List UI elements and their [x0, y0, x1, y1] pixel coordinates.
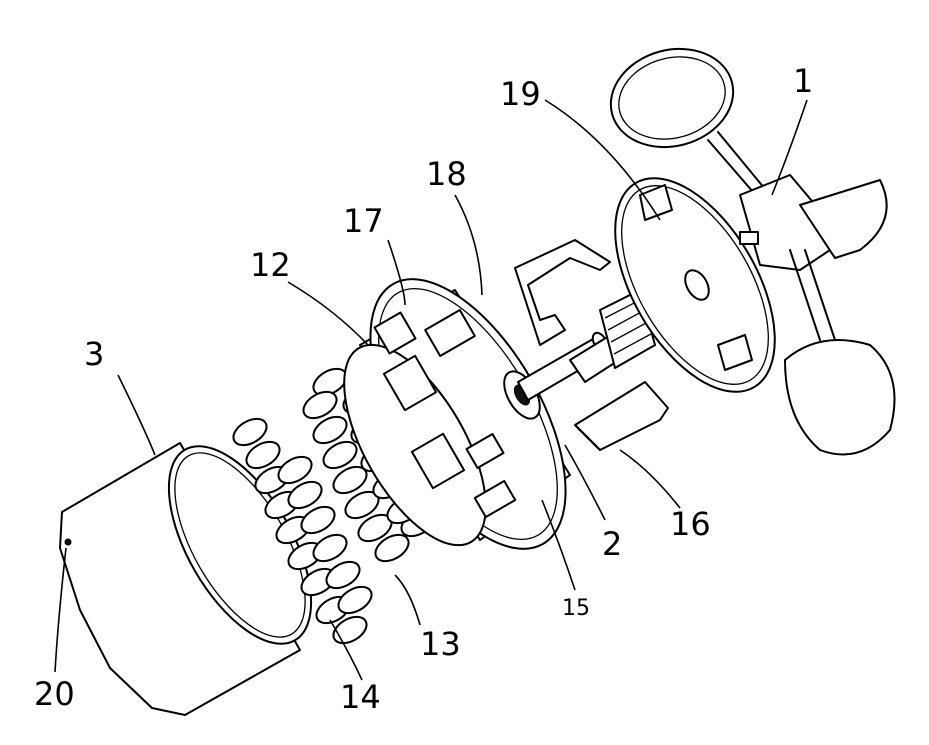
label-3: 3: [84, 335, 104, 373]
label-18: 18: [426, 155, 467, 193]
label-16: 16: [670, 505, 711, 543]
label-19: 19: [500, 75, 541, 113]
label-20: 20: [34, 675, 75, 713]
label-1: 1: [793, 62, 813, 100]
label-12: 12: [250, 246, 291, 284]
label-14: 14: [340, 678, 381, 716]
label-2: 2: [602, 525, 622, 563]
label-13: 13: [420, 625, 461, 663]
label-17: 17: [343, 202, 384, 240]
label-15: 15: [562, 596, 590, 621]
